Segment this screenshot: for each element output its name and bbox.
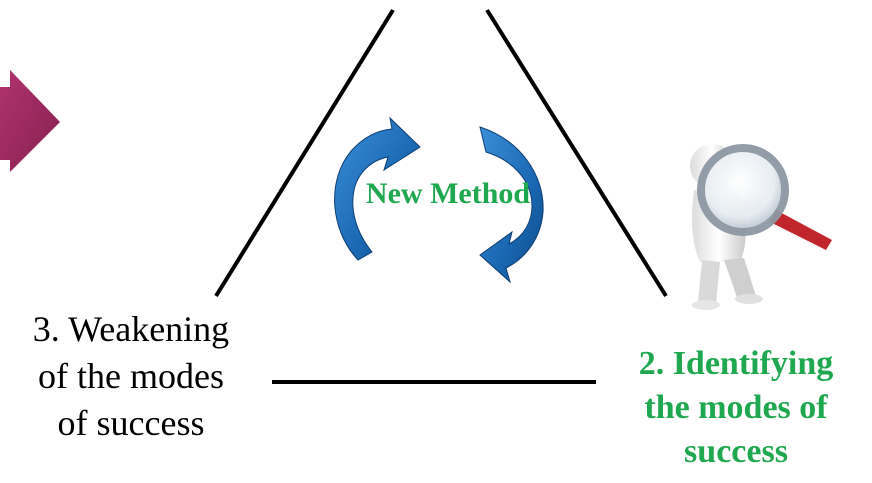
center-label: New Method — [332, 177, 564, 211]
step-3-line-3: of success — [57, 402, 205, 443]
magnifier-figure-icon — [690, 144, 832, 310]
step-2-line-2: the modes of — [644, 389, 828, 427]
step-2-line-3: success — [684, 433, 788, 471]
side-arrow-icon — [0, 70, 60, 172]
step-3-line-2: of the modes — [38, 355, 224, 396]
cycle-arrows-icon — [334, 116, 544, 284]
center-label-text: New Method — [365, 177, 531, 210]
triangle-right-edge — [485, 8, 668, 298]
step-2-line-1: 2. Identifying — [638, 345, 834, 382]
triangle-left-edge — [214, 8, 395, 298]
step-3-line-1: 3. Weakening — [32, 309, 230, 349]
step-2-label: 2. Identifying the modes of success — [600, 342, 872, 475]
step-3-label: 3. Weakening of the modes of success — [0, 306, 262, 446]
